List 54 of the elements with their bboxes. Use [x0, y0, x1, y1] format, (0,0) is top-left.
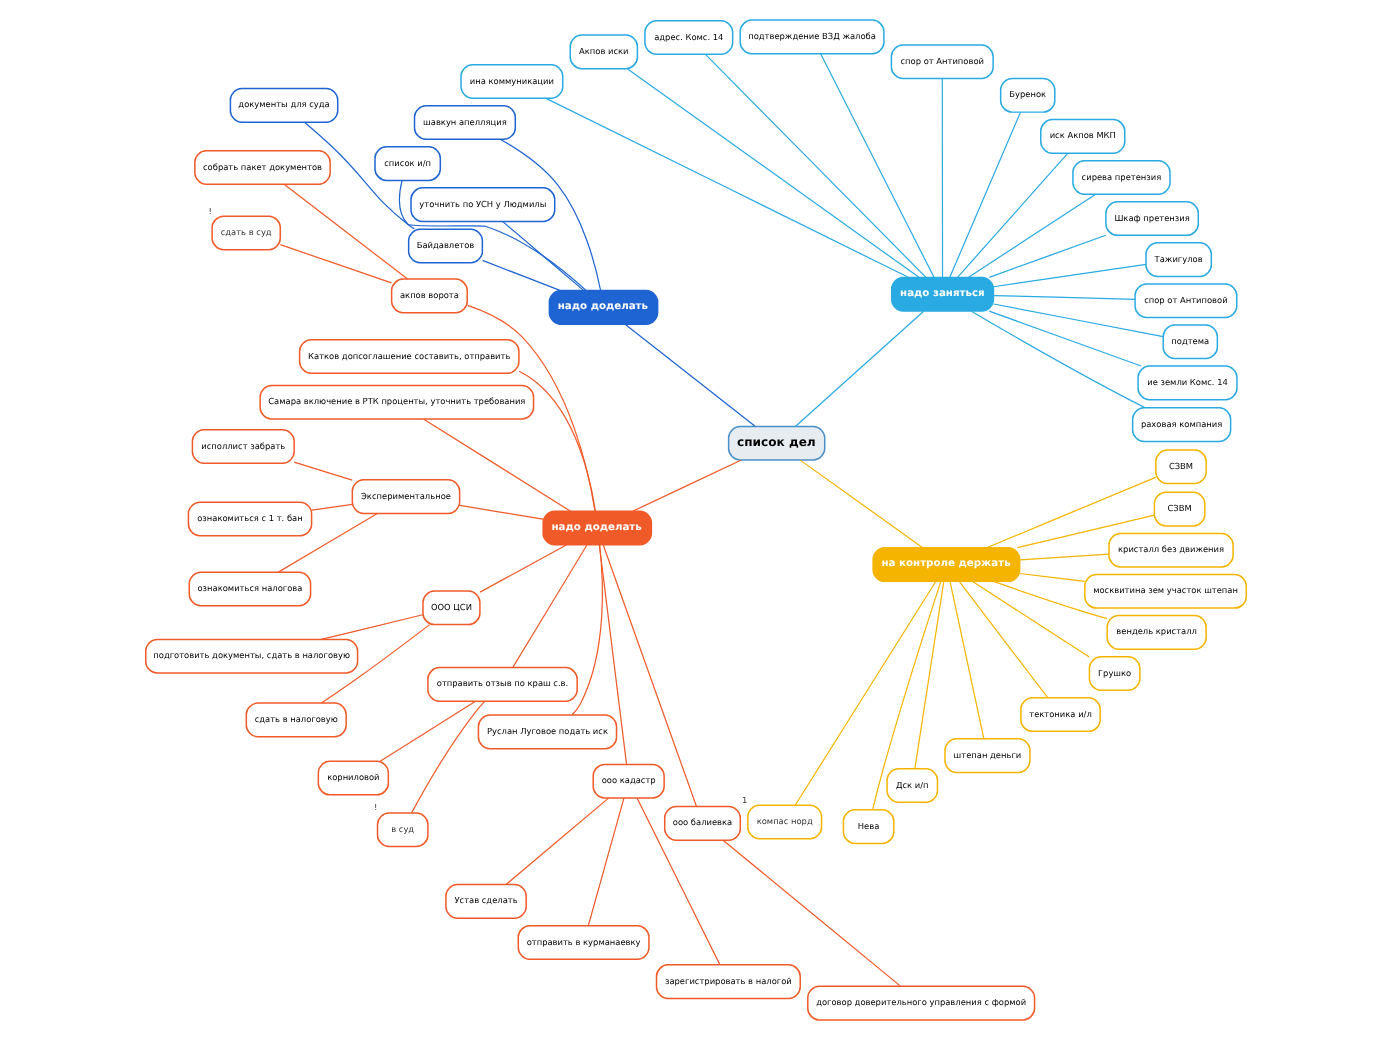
connector — [512, 544, 588, 668]
connector — [636, 797, 721, 966]
connector — [505, 797, 610, 886]
connector — [632, 459, 742, 512]
connector — [283, 183, 408, 280]
connector — [988, 234, 1107, 278]
connector — [311, 503, 353, 511]
connector — [602, 544, 698, 808]
connector — [627, 68, 920, 278]
connector — [459, 504, 544, 520]
connector — [411, 700, 486, 814]
connector — [722, 839, 902, 987]
connector — [958, 580, 1049, 699]
connector — [598, 544, 628, 765]
connector — [1019, 572, 1086, 583]
connector — [499, 138, 602, 291]
connector — [992, 580, 1108, 620]
connector — [502, 221, 585, 291]
connector — [941, 78, 944, 278]
connector — [423, 418, 571, 512]
connector — [481, 259, 561, 291]
connector — [970, 310, 1146, 409]
connector — [988, 310, 1142, 367]
connector — [293, 461, 353, 481]
connector — [986, 476, 1157, 549]
connector — [992, 263, 1147, 288]
connector — [972, 580, 1090, 658]
connector — [587, 797, 625, 927]
connector — [320, 624, 431, 704]
connector — [518, 370, 596, 512]
connector — [794, 310, 925, 428]
connector — [467, 304, 596, 512]
connector — [398, 179, 587, 292]
connector — [545, 97, 909, 278]
connector — [949, 580, 985, 740]
connector — [379, 700, 477, 762]
connector — [993, 303, 1164, 338]
connector — [967, 193, 1097, 278]
connector — [277, 512, 378, 573]
connector — [914, 580, 945, 770]
connector — [992, 294, 1136, 300]
connector — [571, 544, 603, 716]
connector — [872, 580, 942, 811]
connector — [820, 53, 935, 278]
connector — [624, 323, 756, 427]
connector — [279, 244, 393, 284]
connector — [794, 580, 937, 806]
connector — [320, 614, 424, 640]
connector — [1016, 514, 1155, 549]
connector — [704, 53, 927, 278]
connector — [949, 111, 1022, 278]
connector — [799, 459, 924, 549]
connector — [1019, 553, 1110, 561]
connector — [479, 544, 567, 593]
